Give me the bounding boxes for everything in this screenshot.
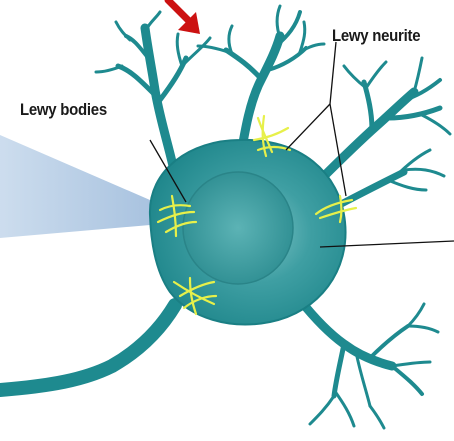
label-lewy-neurites: Lewy neurite	[332, 26, 420, 46]
zoom-cone	[0, 135, 150, 238]
label-lewy-bodies: Lewy bodies	[20, 100, 107, 120]
nucleus	[183, 172, 293, 284]
red-arrow-icon	[168, 0, 200, 34]
